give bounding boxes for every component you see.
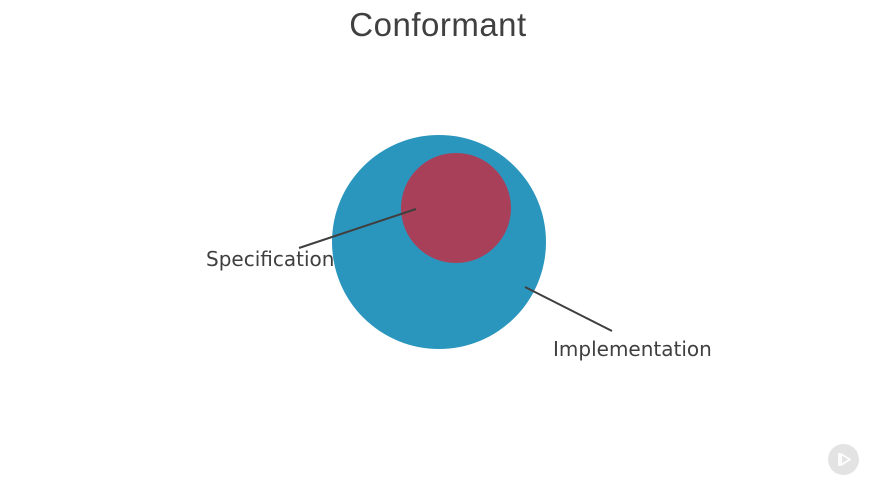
slide-title: Conformant: [349, 6, 527, 43]
implementation-pointer: [524, 286, 613, 332]
implementation-label: Implementation: [553, 337, 712, 361]
specification-circle: [401, 153, 511, 263]
specification-label: Specification: [206, 247, 335, 271]
play-logo-icon: [828, 444, 859, 475]
specification-pointer: [298, 208, 417, 249]
